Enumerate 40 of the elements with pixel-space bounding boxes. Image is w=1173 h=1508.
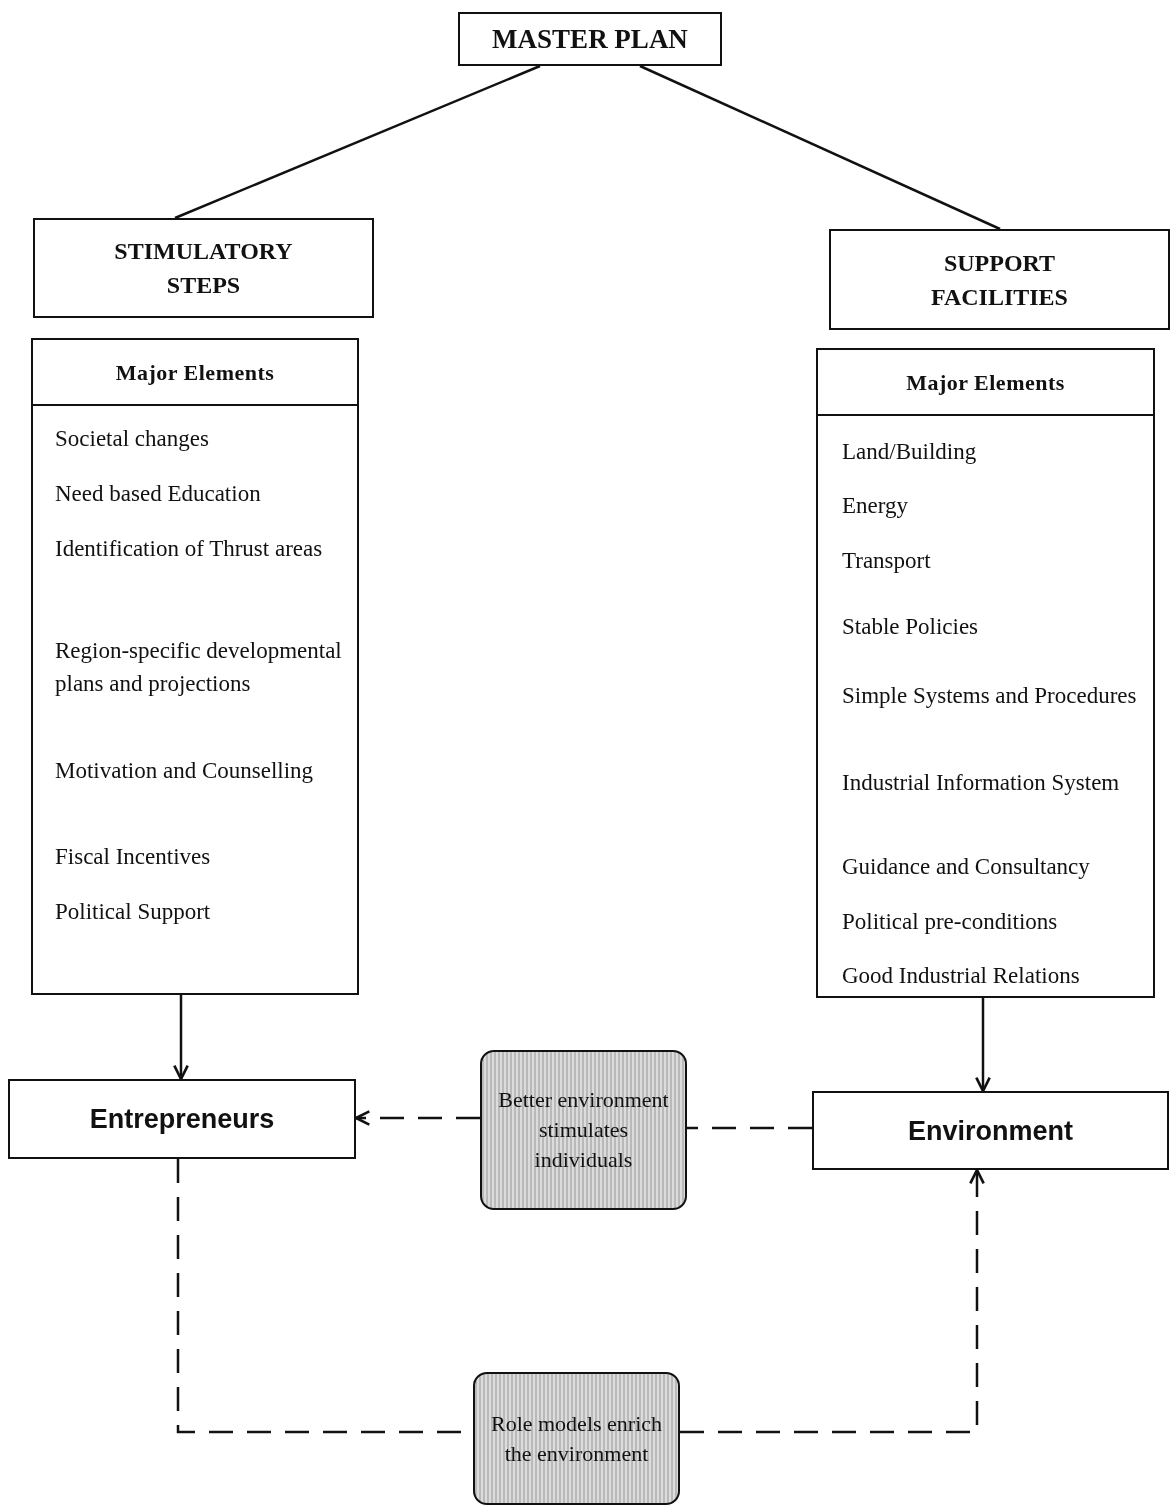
connector-line	[639, 64, 1001, 231]
arrow	[975, 998, 991, 1093]
list-item: Societal changes	[55, 425, 210, 453]
box-label: Entrepreneurs	[88, 1103, 276, 1136]
list-item: Political Support	[55, 898, 212, 926]
note-text: Better environment stimulates individuals	[497, 1086, 670, 1174]
list-item: Guidance and Consultancy	[842, 853, 1091, 881]
arrow	[173, 995, 189, 1081]
list-box	[816, 348, 1155, 998]
list-item: Region-specific developmental plans and projections	[55, 637, 343, 698]
section-heading: Major Elements	[114, 358, 276, 387]
list-item: Transport	[842, 547, 932, 575]
note-text: Role models enrich the environment	[489, 1409, 664, 1468]
connector-line	[174, 64, 541, 220]
arrow	[680, 1168, 985, 1434]
title-box	[458, 12, 722, 66]
category-box	[829, 229, 1170, 330]
box-label: STIMULATORY STEPS	[113, 237, 294, 300]
list-item: Fiscal Incentives	[55, 843, 212, 871]
box-label: SUPPORT FACILITIES	[930, 248, 1069, 312]
process-box	[8, 1079, 356, 1159]
list-item: Industrial Information System	[842, 769, 1121, 797]
box-label: Environment	[907, 1114, 1074, 1148]
category-box	[33, 218, 374, 318]
list-item: Motivation and Counselling	[55, 757, 315, 785]
note-box	[473, 1372, 680, 1505]
note-box	[480, 1050, 687, 1210]
list-item: Identification of Thrust areas	[55, 535, 324, 563]
list-item: Good Industrial Relations	[842, 962, 1081, 990]
list-item: Stable Policies	[842, 613, 980, 641]
list-item: Political pre-conditions	[842, 908, 1059, 936]
section-heading: Major Elements	[905, 368, 1066, 397]
list-item: Energy	[842, 492, 909, 520]
process-box	[812, 1091, 1169, 1170]
list-item: Land/Building	[842, 438, 978, 466]
list-item: Simple Systems and Procedures	[842, 682, 1138, 710]
list-item: Need based Education	[55, 480, 262, 508]
connector-line	[687, 1126, 812, 1130]
box-label: MASTER PLAN	[491, 23, 689, 56]
list-box	[31, 338, 359, 995]
